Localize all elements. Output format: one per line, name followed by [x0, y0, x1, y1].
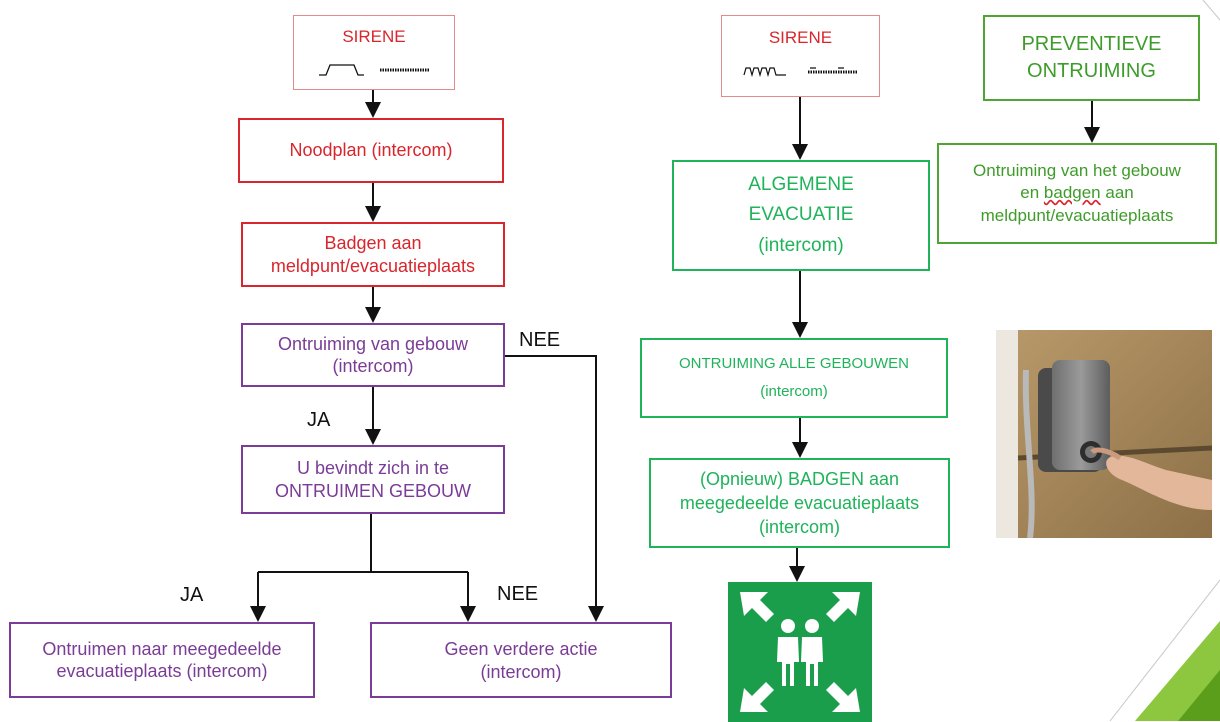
- opnieuw-line3: (intercom): [758, 517, 840, 538]
- arrow-nee-top-to-geen: [505, 355, 604, 622]
- alle-line1: ONTRUIMING ALLE GEBOUWEN: [678, 354, 910, 372]
- right-ontruiming-line1: Ontruiming van het gebouw: [973, 161, 1181, 181]
- ontruiming-label-line1: Ontruiming van gebouw: [277, 333, 469, 354]
- opnieuw-line2: meegedeelde evacuatieplaats: [679, 492, 920, 513]
- siren-signal-icon: [319, 64, 430, 76]
- line-bevindt-split: [258, 514, 372, 573]
- ontruiming-gebouw-box: Ontruiming van gebouw (intercom): [241, 323, 505, 387]
- corner-decoration-accent: [1178, 670, 1220, 721]
- opnieuw-line1: (Opnieuw) BADGEN aan: [699, 468, 900, 489]
- siren-box-left: SIRENE: [293, 15, 455, 90]
- corner-line: [1109, 579, 1220, 721]
- geen-actie-line1: Geen verdere actie: [444, 639, 598, 659]
- ontruiming-gebouw-right-box: Ontruiming van het gebouw en badgen aan …: [937, 143, 1217, 244]
- bevindt-label-line1: U bevindt zich in te: [296, 458, 450, 478]
- badgen-box: Badgen aan meldpunt/evacuatieplaats: [241, 222, 505, 287]
- algemene-line3: (intercom): [758, 234, 844, 256]
- algemene-evacuatie-box: ALGEMENE EVACUATIE (intercom): [672, 160, 930, 271]
- badgen-label-line1: Badgen aan: [324, 233, 422, 253]
- geen-actie-line2: (intercom): [480, 661, 562, 682]
- label-nee-bottom: NEE: [497, 583, 539, 605]
- bevindt-box: U bevindt zich in te ONTRUIMEN GEBOUW: [241, 445, 505, 514]
- alle-line2: (intercom): [760, 383, 828, 400]
- ontruimen-naar-box: Ontruimen naar meegedeelde evacuatieplaa…: [9, 622, 315, 698]
- badge-reader-photo: [996, 330, 1212, 538]
- preventieve-ontruiming-box: PREVENTIEVE ONTRUIMING: [983, 15, 1200, 101]
- siren-label-middle: SIRENE: [768, 28, 833, 47]
- badgen-label-line2: meldpunt/evacuatieplaats: [270, 255, 476, 276]
- right-ontruiming-line3: meldpunt/evacuatieplaats: [980, 205, 1174, 225]
- label-nee-top: NEE: [519, 329, 561, 351]
- opnieuw-badgen-box: (Opnieuw) BADGEN aan meegedeelde evacuat…: [649, 458, 950, 548]
- noodplan-label: Noodplan (intercom): [289, 140, 453, 161]
- badgen-underlined: badgen: [1043, 183, 1101, 203]
- siren-box-middle: SIRENE: [721, 15, 880, 97]
- algemene-line1: ALGEMENE: [748, 173, 854, 195]
- preventieve-line2: ONTRUIMING: [1027, 60, 1156, 82]
- siren-pulse-icon: [742, 67, 858, 78]
- corner-line-top: [1202, 0, 1220, 21]
- assembly-point-sign-icon: [728, 582, 872, 722]
- ontruimen-naar-line2: evacuatieplaats (intercom): [56, 661, 268, 681]
- geen-actie-box: Geen verdere actie (intercom): [370, 622, 672, 698]
- noodplan-box: Noodplan (intercom): [238, 118, 504, 183]
- algemene-line2: EVACUATIE: [748, 204, 854, 226]
- label-ja-bottom: JA: [180, 584, 204, 606]
- label-ja-mid: JA: [307, 409, 331, 431]
- preventieve-line1: PREVENTIEVE: [1021, 33, 1162, 55]
- siren-label: SIRENE: [342, 27, 406, 46]
- ontruiming-alle-box: ONTRUIMING ALLE GEBOUWEN (intercom): [640, 338, 948, 418]
- bevindt-label-line2: ONTRUIMEN GEBOUW: [275, 480, 471, 501]
- right-ontruiming-line2: en badgen aan: [1020, 183, 1134, 203]
- ontruiming-label-line2: (intercom): [332, 356, 414, 376]
- ontruimen-naar-line1: Ontruimen naar meegedeelde: [42, 638, 282, 659]
